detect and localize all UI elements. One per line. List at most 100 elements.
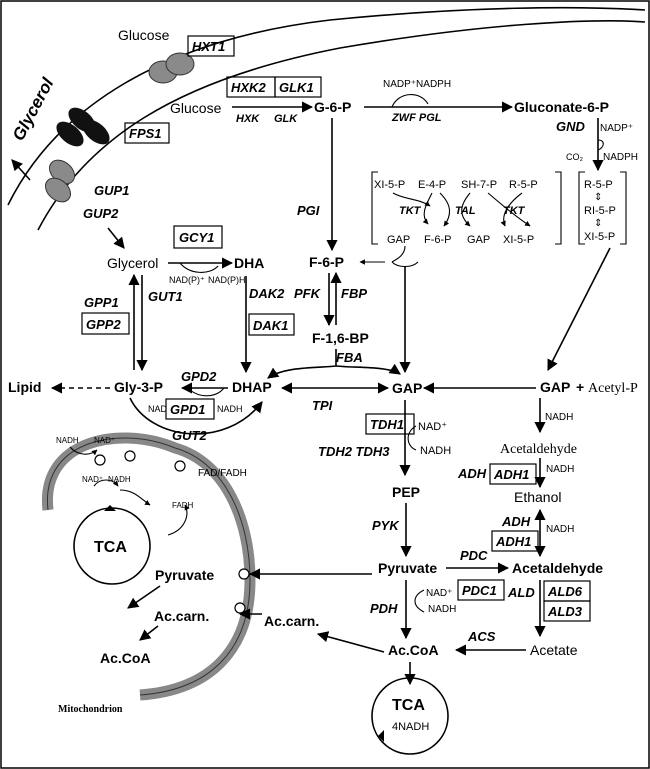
ppp-r5p-left: R-5-P	[509, 179, 538, 191]
tdh1-box	[365, 413, 415, 435]
isomerase-icon-2: ⇕	[594, 218, 602, 229]
mito-tca-arrowhead	[104, 505, 116, 511]
mito-pyruvate-label: Pyruvate	[155, 567, 214, 583]
gcy1-nadp-label: NAD(P)⁺	[169, 275, 205, 285]
f16bp-label: F-1,6-BP	[312, 330, 369, 346]
gnd-nadph-label: NADPH	[603, 152, 638, 163]
fadh-label: FADH	[172, 501, 194, 510]
pgi-label: PGI	[297, 203, 320, 218]
dak1-box	[248, 313, 295, 336]
mito-pyruvate-port	[238, 568, 250, 580]
pk-nadh-label: NADH	[545, 412, 573, 423]
acetate-label: Acetate	[530, 642, 578, 658]
ppp-xi5p-top: XI-5-P	[374, 179, 405, 191]
dak2-label: DAK2	[249, 286, 285, 301]
lipid-label: Lipid	[8, 379, 41, 395]
adh-label-2: ADH	[501, 514, 531, 529]
dhap-label: DHAP	[232, 379, 272, 395]
adh-label-1: ADH	[457, 466, 487, 481]
ribose-to-gap-arrow	[547, 247, 611, 371]
pdh-label: PDH	[370, 601, 398, 616]
mito-carnitine-port	[234, 602, 246, 614]
glucose-out-label: Glucose	[118, 27, 170, 43]
pk-plus-label: +	[576, 379, 584, 395]
acoa-to-ac-carn-arrow	[316, 631, 385, 653]
ppp-e4p: E-4-P	[418, 179, 446, 191]
gpd1-label: GPD1	[170, 402, 205, 417]
mito-nad-in-label: NAD⁺	[82, 475, 103, 484]
nadh-to-tca-arc	[119, 489, 151, 506]
gup-transporter-icon	[44, 159, 76, 203]
gpd-nadh-label: NADH	[217, 404, 243, 414]
isomerase-icon-1: ⇕	[594, 192, 602, 203]
glk-label: GLK	[274, 113, 298, 125]
gup-to-glycerol-arrow	[107, 227, 125, 249]
adh1-label-1: ADH1	[493, 467, 529, 482]
mito-tca-label: TCA	[94, 539, 127, 556]
nadp-cofactor-arc	[391, 94, 429, 108]
dak1-label: DAK1	[253, 318, 288, 333]
gcy1-cofactor-arc	[179, 262, 219, 273]
glycerol-label: Glycerol	[107, 255, 158, 271]
nadp-nadph-label: NADP⁺NADPH	[383, 79, 451, 90]
gcy1-box	[173, 225, 223, 249]
pdh-nadh-label: NADH	[428, 604, 456, 615]
ribose-r5p: R-5-P	[584, 179, 613, 191]
ac-carn-to-acoa-arrow	[139, 625, 159, 641]
tdh23-label: TDH2 TDH3	[318, 444, 390, 459]
ppp-sh7p: SH-7-P	[461, 179, 497, 191]
gpd-nad-label: NAD	[148, 404, 168, 414]
tal-arc-a	[461, 192, 471, 227]
glycerol-out-arrow	[11, 159, 31, 181]
pfk-label: PFK	[294, 286, 322, 301]
gut2-label: GUT2	[172, 428, 207, 443]
cytosolic-tca-circle	[371, 677, 449, 755]
tkt-label-2: TKT	[503, 205, 526, 217]
ald3-box	[543, 600, 591, 622]
adh1-label-2: ADH1	[495, 534, 531, 549]
pep-label: PEP	[392, 484, 420, 500]
fbp-label: FBP	[341, 286, 367, 301]
acs-label: ACS	[467, 629, 496, 644]
gap-label: GAP	[392, 380, 422, 396]
mito-nad-out-label: NAD⁺	[94, 436, 115, 445]
tkt-label-1: TKT	[399, 205, 422, 217]
gpd2-label: GPD2	[181, 369, 217, 384]
fps1-label: FPS1	[129, 126, 162, 141]
gup2-label: GUP2	[83, 206, 119, 221]
ethanol-label: Ethanol	[514, 489, 561, 505]
gcy1-nadph-label: NAD(P)H	[208, 275, 246, 285]
glk1-label: GLK1	[279, 80, 314, 95]
pk-gap-label: GAP	[540, 379, 570, 395]
ribose-ri5p: RI-5-P	[584, 205, 616, 217]
tca-4nadh-label: 4NADH	[392, 721, 429, 733]
mito-ac-carn-label: Ac.carn.	[154, 608, 209, 624]
pdh-cofactor-arc	[414, 589, 425, 613]
gpp2-label: GPP2	[86, 317, 121, 332]
pdc-label: PDC	[460, 548, 488, 563]
pdh-nad-label: NAD⁺	[426, 588, 452, 599]
ald-label: ALD	[507, 585, 535, 600]
gnd-cofactor-arc	[597, 139, 604, 151]
gut1-label: GUT1	[148, 289, 183, 304]
gpp2-box	[81, 312, 130, 335]
f6p-label: F-6-P	[309, 254, 344, 270]
mito-nadh-out-label: NADH	[56, 436, 79, 445]
adh1-box-1	[489, 463, 537, 485]
fadh-arc	[167, 504, 190, 536]
pk-acetaldehyde-label: Acetaldehyde	[500, 442, 577, 457]
mito-nadh-in-label: NADH	[108, 475, 131, 484]
pdc1-label: PDC1	[462, 583, 497, 598]
mitochondrion-label: Mitochondrion	[58, 704, 123, 715]
hxk2-label: HXK2	[231, 80, 266, 95]
dha-label: DHA	[234, 255, 264, 271]
pyruvate-label: Pyruvate	[378, 560, 437, 576]
gpd1-box	[165, 398, 215, 420]
glucose-in-label: Glucose	[170, 100, 222, 116]
mitochondrion-membrane-edge	[47, 437, 251, 696]
gly3p-label: Gly-3-P	[114, 379, 163, 395]
ac-carn-cyto-label: Ac.carn.	[264, 613, 319, 629]
mito-pyruvate-to-acoa-arrow	[127, 585, 161, 609]
